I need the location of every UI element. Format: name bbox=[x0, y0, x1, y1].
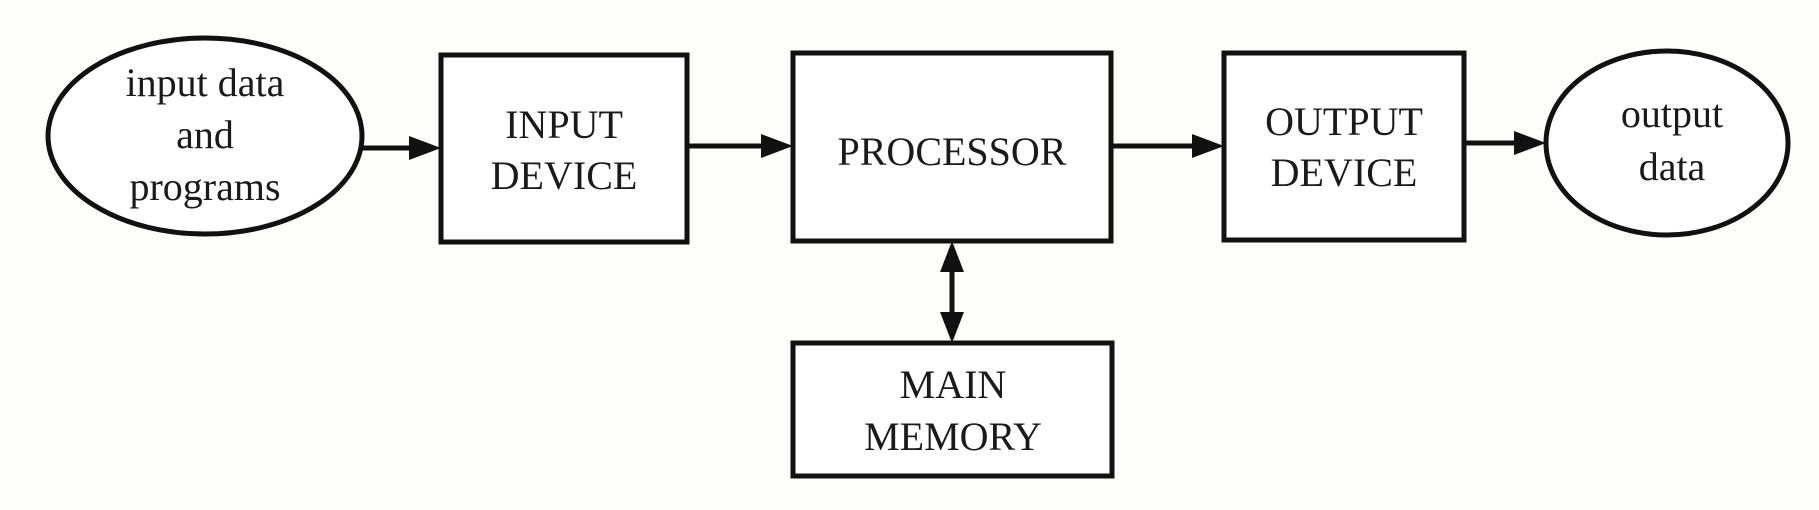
input-data-line-2: and bbox=[176, 112, 234, 157]
input-device-line-1: INPUT bbox=[505, 102, 623, 147]
arrow-head bbox=[409, 136, 441, 160]
arrow-head bbox=[1192, 134, 1224, 158]
arrow-head-down bbox=[940, 312, 964, 343]
main-memory-node: MAIN MEMORY bbox=[790, 340, 1115, 479]
input-device-box bbox=[438, 52, 690, 245]
input-data-line-3: programs bbox=[129, 164, 280, 209]
output-device-line-1: OUTPUT bbox=[1265, 99, 1423, 144]
arrow-input-data-to-input-device bbox=[360, 136, 441, 160]
processor-node: PROCESSOR bbox=[790, 50, 1114, 244]
output-device-node: OUTPUT DEVICE bbox=[1221, 50, 1467, 243]
processor-box bbox=[790, 50, 1114, 244]
arrow-head bbox=[761, 134, 793, 158]
arrow-head bbox=[1514, 131, 1546, 155]
output-data-oval bbox=[1543, 48, 1791, 238]
main-memory-line-1: MAIN bbox=[900, 362, 1007, 407]
arrow-output-device-to-output-data bbox=[1464, 131, 1546, 155]
input-device-node: INPUT DEVICE bbox=[438, 52, 690, 245]
main-memory-line-2: MEMORY bbox=[864, 414, 1042, 459]
arrow-input-device-to-processor bbox=[687, 134, 793, 158]
input-data-line-1: input data bbox=[126, 60, 285, 105]
output-device-box bbox=[1221, 50, 1467, 243]
output-data-line-1: output bbox=[1621, 91, 1723, 136]
arrow-head-up bbox=[940, 241, 964, 272]
output-data-node: output data bbox=[1543, 48, 1791, 238]
output-data-line-2: data bbox=[1639, 144, 1706, 189]
arrow-processor-main-memory-bidirectional bbox=[940, 241, 964, 343]
output-device-line-2: DEVICE bbox=[1271, 150, 1418, 195]
input-data-oval bbox=[45, 35, 365, 237]
processor-line-1: PROCESSOR bbox=[838, 129, 1067, 174]
arrow-processor-to-output-device bbox=[1111, 134, 1224, 158]
input-data-node: input data and programs bbox=[45, 35, 365, 237]
input-device-line-2: DEVICE bbox=[491, 153, 638, 198]
main-memory-box bbox=[790, 340, 1115, 479]
